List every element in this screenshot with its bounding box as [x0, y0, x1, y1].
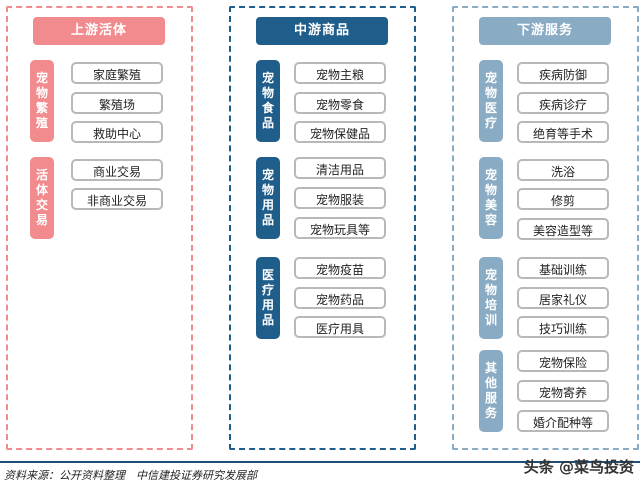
item-home-etiquette: 居家礼仪: [517, 287, 609, 309]
item-mating: 婚介配种等: [517, 410, 609, 432]
downstream-title: 下游服务: [479, 17, 611, 45]
item-sterilization: 绝育等手术: [517, 121, 609, 143]
watermark-text: 头条 @菜鸟投资: [523, 458, 634, 476]
group-label-pet-medical: 宠 物 医 疗: [479, 60, 503, 142]
group-label-pet-breeding: 宠 物 繁 殖: [30, 60, 54, 142]
item-health-products: 宠物保健品: [294, 121, 386, 143]
watermark: 头条 @菜鸟投资: [524, 456, 634, 477]
group-label-pet-food: 宠 物 食 品: [256, 60, 280, 142]
item-rescue-center: 救助中心: [71, 121, 163, 143]
item-pet-insurance: 宠物保险: [517, 350, 609, 372]
item-trimming: 修剪: [517, 188, 609, 210]
footer-divider: [0, 461, 640, 463]
group-label-pet-training: 宠 物 培 训: [479, 257, 503, 339]
item-breeding-farm: 繁殖场: [71, 92, 163, 114]
source-note: 资料来源：公开资料整理 中信建投证券研究发展部: [4, 469, 257, 482]
item-noncommercial-trade: 非商业交易: [71, 188, 163, 210]
group-label-pet-supplies: 宠 物 用 品: [256, 157, 280, 239]
item-home-breeding: 家庭繁殖: [71, 62, 163, 84]
item-skill-training: 技巧训练: [517, 316, 609, 338]
item-snacks: 宠物零食: [294, 92, 386, 114]
item-bathing: 洗浴: [517, 159, 609, 181]
item-basic-training: 基础训练: [517, 257, 609, 279]
item-medical-tools: 医疗用具: [294, 316, 386, 338]
item-commercial-trade: 商业交易: [71, 159, 163, 181]
group-label-other-services: 其 他 服 务: [479, 350, 503, 432]
item-staple-food: 宠物主粮: [294, 62, 386, 84]
midstream-title: 中游商品: [256, 17, 388, 45]
midstream-column: 中游商品: [229, 6, 416, 450]
upstream-title: 上游活体: [33, 17, 165, 45]
item-toys: 宠物玩具等: [294, 217, 386, 239]
upstream-column: 上游活体: [6, 6, 193, 450]
item-disease-prevention: 疾病防御: [517, 62, 609, 84]
item-styling: 美容造型等: [517, 218, 609, 240]
downstream-column: 下游服务: [452, 6, 639, 450]
item-medicines: 宠物药品: [294, 287, 386, 309]
item-disease-treatment: 疾病诊疗: [517, 92, 609, 114]
item-vaccines: 宠物疫苗: [294, 257, 386, 279]
item-cleaning: 清洁用品: [294, 157, 386, 179]
item-clothing: 宠物服装: [294, 187, 386, 209]
group-label-medical-supplies: 医 疗 用 品: [256, 257, 280, 339]
group-label-pet-grooming: 宠 物 美 容: [479, 157, 503, 239]
group-label-live-trade: 活 体 交 易: [30, 157, 54, 239]
item-pet-boarding: 宠物寄养: [517, 380, 609, 402]
